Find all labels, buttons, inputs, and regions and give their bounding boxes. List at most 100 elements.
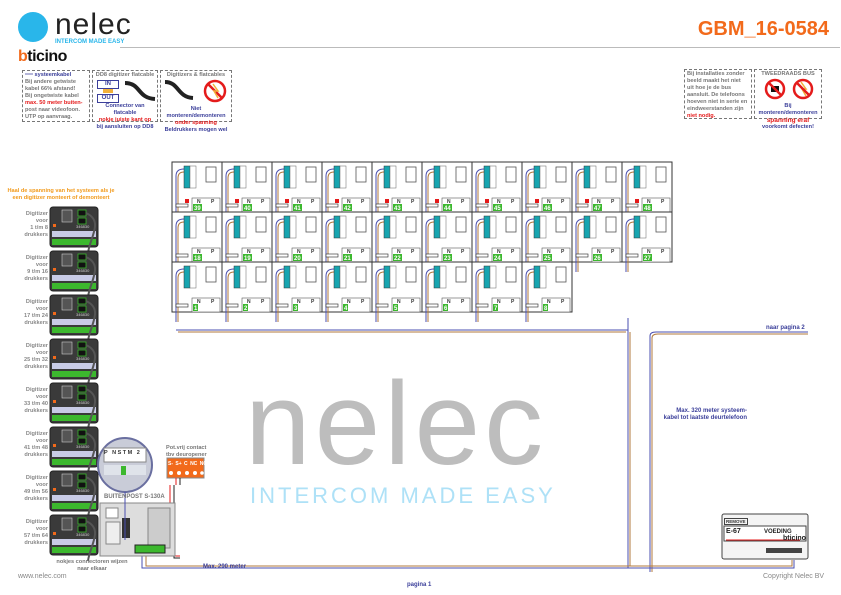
- svg-text:N: N: [497, 199, 501, 205]
- logo-word: nelec: [55, 8, 132, 41]
- svg-text:N: N: [647, 249, 651, 255]
- digitizer-label-line: Digitizer: [25, 343, 48, 349]
- digitizer-note: nokjes connectoren wijzen naar elkaar: [56, 559, 128, 572]
- svg-text:P: P: [361, 249, 365, 255]
- switch-icon: [475, 203, 489, 208]
- screen-icon: [505, 266, 517, 283]
- svg-text:P: P: [611, 199, 615, 205]
- svg-text:N: N: [447, 199, 451, 205]
- terminal-block-icon: [183, 165, 191, 189]
- svg-text:N: N: [347, 199, 351, 205]
- relay-terminals: S- S+ C NC NO: [168, 461, 208, 467]
- digitizer-label-line: Digitizer: [25, 211, 48, 217]
- svg-text:P: P: [611, 249, 615, 255]
- switch-icon: [325, 253, 339, 258]
- switch-icon: [275, 203, 289, 208]
- screen-icon: [405, 216, 417, 233]
- digitizer-label-line: drukkers: [24, 452, 48, 458]
- switch-icon: [175, 303, 189, 308]
- button-number: 7: [494, 306, 498, 312]
- switch-icon: [525, 253, 539, 258]
- button-number: 23: [444, 256, 451, 262]
- info-box-cable: ══ systeemkabel Bij andere getwiste kabe…: [22, 70, 90, 122]
- svg-text:P: P: [311, 249, 315, 255]
- svg-text:P: P: [311, 299, 315, 305]
- svg-text:P: P: [561, 199, 565, 205]
- svg-text:346830: 346830: [76, 400, 90, 405]
- digitizer-label-line: voor: [35, 306, 48, 312]
- info-box-bus: TWEEDRAADS BUS Bij monteren/demonteren s…: [754, 69, 822, 130]
- switch-icon: [275, 253, 289, 258]
- button-number: 43: [394, 206, 401, 212]
- switch-icon: [375, 203, 389, 208]
- screen-icon: [555, 266, 567, 283]
- no-plug-icon: [764, 78, 814, 100]
- button-number: 18: [194, 256, 201, 262]
- button-number: 24: [494, 256, 501, 262]
- info-line: post naar videofoon.: [25, 107, 81, 113]
- svg-text:N: N: [197, 299, 201, 305]
- digitizer-module: 346830: [49, 426, 99, 474]
- switch-icon: [225, 253, 239, 258]
- digitizer-label-line: Digitizer: [25, 299, 48, 305]
- screen-icon: [455, 166, 467, 183]
- terminal-block-icon: [333, 265, 341, 289]
- info-title: ══ systeemkabel: [25, 72, 72, 78]
- switch-icon: [175, 203, 189, 208]
- info-line: Niet monteren/demonteren: [166, 106, 226, 119]
- terminal-block-icon: [433, 165, 441, 189]
- button-number: 48: [644, 206, 651, 212]
- svg-text:N: N: [297, 199, 301, 205]
- svg-text:346830: 346830: [76, 444, 90, 449]
- digitizer-label-line: drukkers: [24, 408, 48, 414]
- svg-text:P: P: [261, 299, 265, 305]
- document-id: GBM_16-0584: [697, 18, 829, 40]
- svg-text:P: P: [461, 299, 465, 305]
- bticino-logo: bticino: [18, 48, 67, 65]
- svg-text:N: N: [447, 249, 451, 255]
- button-number: 26: [594, 256, 601, 262]
- terminal-block-icon: [633, 165, 641, 189]
- digitizer-label-line: 49 t/m 56: [24, 489, 48, 495]
- digitizer-label-line: Digitizer: [25, 255, 48, 261]
- buitenpost-panel: [99, 502, 176, 557]
- max-system-distance: Max. 320 meter systeem-kabel tot laatste…: [655, 408, 747, 422]
- digitizer-module: 346830: [49, 338, 99, 386]
- digitizer-module: 346830: [49, 514, 99, 562]
- screen-icon: [305, 216, 317, 233]
- digitizer-label-line: voor: [35, 438, 48, 444]
- svg-text:P: P: [511, 299, 515, 305]
- svg-text:P: P: [661, 199, 665, 205]
- relay-label: Pot.vrij contact tbv deuropener: [166, 445, 207, 458]
- terminal-block-icon: [483, 265, 491, 289]
- digitizer-label-line: voor: [35, 482, 48, 488]
- button-number: 25: [544, 256, 551, 262]
- digitizer-label-line: Digitizer: [25, 475, 48, 481]
- screen-icon: [205, 216, 217, 233]
- watermark-logo: nelec: [245, 358, 548, 490]
- terminal-block-icon: [433, 215, 441, 239]
- bus-wires: [141, 318, 808, 572]
- info-line: beeld maakt het niet: [687, 78, 741, 84]
- button-number: 21: [344, 256, 351, 262]
- screen-icon: [305, 166, 317, 183]
- terminal-block-icon: [533, 265, 541, 289]
- svg-text:P: P: [461, 199, 465, 205]
- psu-label: VOEDING: [764, 529, 792, 535]
- svg-text:346830: 346830: [76, 224, 90, 229]
- terminal-block-icon: [433, 265, 441, 289]
- button-number: 4: [344, 306, 348, 312]
- screen-icon: [505, 166, 517, 183]
- svg-text:P: P: [561, 299, 565, 305]
- terminal-block-icon: [333, 165, 341, 189]
